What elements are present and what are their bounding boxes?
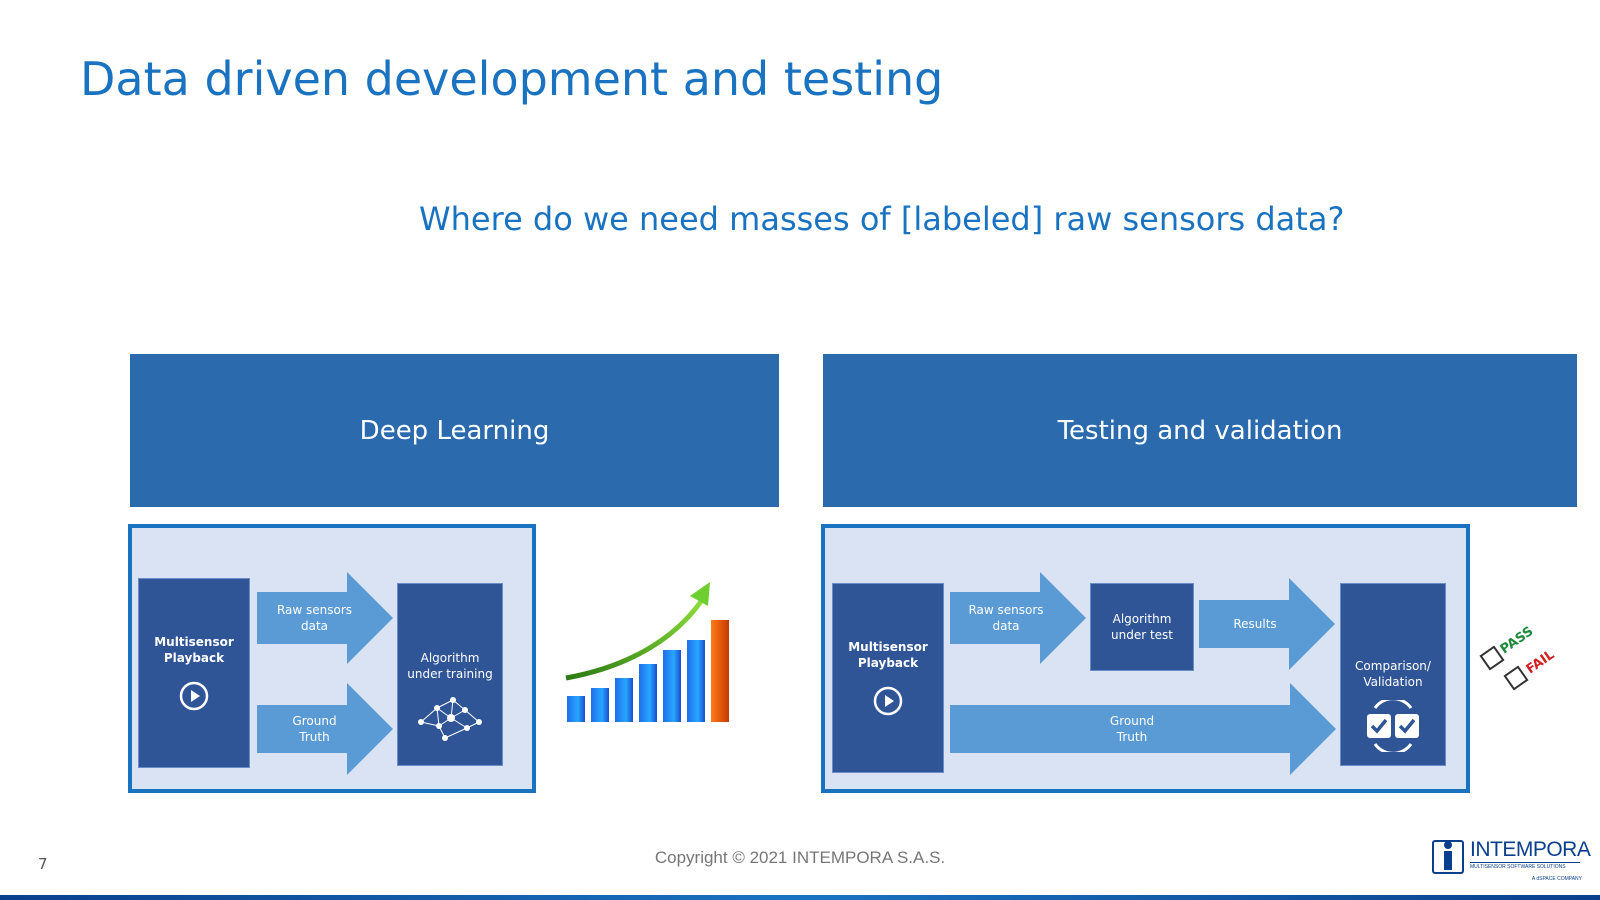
footer-bar <box>0 895 1600 900</box>
tv-results-text: Results <box>1233 617 1277 631</box>
dl-raw-data-arrow <box>257 572 393 664</box>
play-icon <box>179 681 209 711</box>
fail-label: FAIL <box>1524 647 1558 677</box>
tv-ground-truth-line2: Truth <box>1116 730 1148 744</box>
tv-source-line1: Multisensor <box>848 640 928 654</box>
dl-ground-truth-label: Ground Truth <box>257 705 372 753</box>
tv-ground-truth-label: Ground Truth <box>950 705 1314 753</box>
testing-header: Testing and validation <box>823 354 1577 507</box>
intempora-logo-name: INTEMPORA <box>1470 838 1591 861</box>
deep-learning-header: Deep Learning <box>130 354 779 507</box>
tv-algo-line2: under test <box>1110 628 1173 642</box>
tv-results-label: Results <box>1199 600 1311 648</box>
neural-network-icon <box>418 697 482 741</box>
dl-algo-line2: under training <box>407 667 493 681</box>
slide-question: Where do we need masses of [labeled] raw… <box>419 200 1345 238</box>
tv-multisensor-playback-box: Multisensor Playback <box>832 583 944 773</box>
dl-raw-data-label: Raw sensors data <box>257 592 372 644</box>
dl-multisensor-playback-box: Multisensor Playback <box>138 578 250 768</box>
tv-algorithm-box: Algorithm under test <box>1090 583 1194 671</box>
slide-title: Data driven development and testing <box>80 52 944 106</box>
pass-fail-icon: PASS FAIL <box>1479 624 1558 691</box>
dl-algorithm-box: Algorithm under training <box>397 583 503 766</box>
dl-ground-truth-line1: Ground <box>292 714 337 728</box>
testing-header-label: Testing and validation <box>1057 415 1343 446</box>
checklist-icon <box>1367 700 1419 752</box>
tv-comparison-box: Comparison/ Validation <box>1340 583 1446 766</box>
page-number: 7 <box>38 855 48 873</box>
tv-compare-line1: Comparison/ <box>1355 659 1431 673</box>
intempora-logo-tagline: MULTISENSOR SOFTWARE SOLUTIONS <box>1470 862 1580 870</box>
deep-learning-header-label: Deep Learning <box>359 415 550 446</box>
tv-source-line2: Playback <box>857 656 919 670</box>
dl-source-line2: Playback <box>163 651 225 665</box>
tv-raw-data-line1: Raw sensors <box>968 603 1044 617</box>
tv-algo-line1: Algorithm <box>1112 612 1172 626</box>
copyright: Copyright © 2021 INTEMPORA S.A.S. <box>654 848 946 867</box>
growth-chart-icon <box>565 582 729 722</box>
intempora-logo: INTEMPORA MULTISENSOR SOFTWARE SOLUTIONS… <box>1432 836 1591 884</box>
play-icon <box>873 686 903 716</box>
pass-label: PASS <box>1498 624 1537 657</box>
dl-algo-line1: Algorithm <box>420 651 480 665</box>
dl-ground-truth-arrow <box>257 683 393 775</box>
intempora-logo-sub: A dSPACE COMPANY <box>1531 876 1582 882</box>
dl-ground-truth-line2: Truth <box>299 730 330 744</box>
intempora-logo-icon <box>1432 840 1464 874</box>
tv-ground-truth-line1: Ground <box>1109 714 1155 728</box>
tv-raw-data-line2: data <box>992 619 1020 633</box>
dl-source-line1: Multisensor <box>154 635 234 649</box>
tv-raw-data-label: Raw sensors data <box>950 592 1062 644</box>
tv-ground-truth-arrow <box>950 683 1336 775</box>
tv-compare-line2: Validation <box>1363 675 1423 689</box>
dl-raw-data-line2: data <box>300 619 329 633</box>
dl-raw-data-line1: Raw sensors <box>276 603 353 617</box>
tv-raw-data-arrow <box>950 572 1086 664</box>
tv-results-arrow <box>1199 578 1335 670</box>
